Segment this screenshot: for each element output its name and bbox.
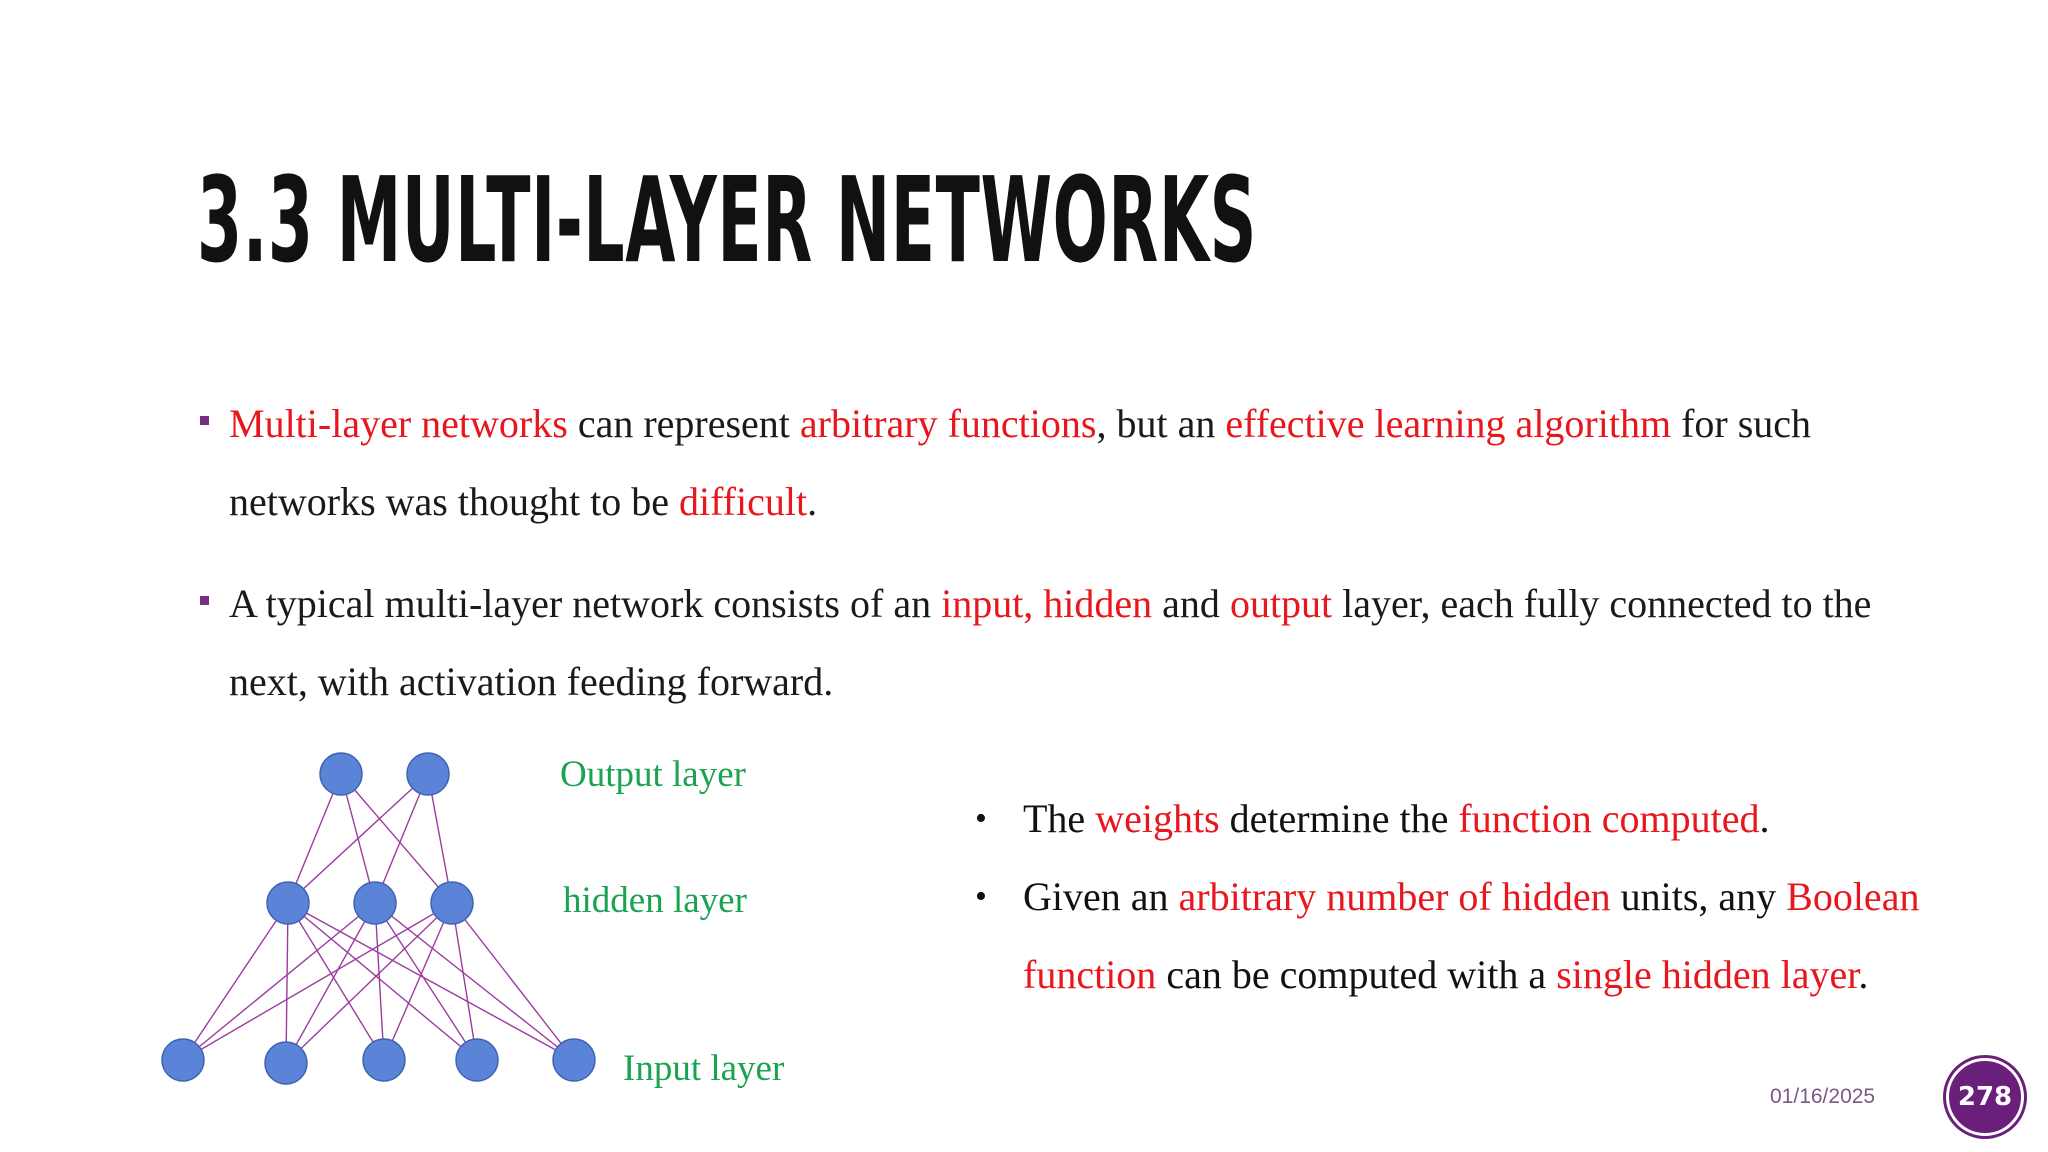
text-segment: Given an xyxy=(1023,874,1179,919)
text-segment: units, any xyxy=(1610,874,1787,919)
text-segment: The xyxy=(1023,796,1096,841)
connection-edge xyxy=(182,902,453,1061)
connection-edge xyxy=(287,902,385,1061)
square-bullet-icon xyxy=(200,416,209,425)
slide-title: 3.3 MULTI-LAYER NETWORKS xyxy=(197,151,1257,289)
hidden-layer-label: hidden layer xyxy=(563,880,747,921)
connection-edge xyxy=(182,902,289,1061)
hidden-node xyxy=(353,881,397,925)
connection-edge xyxy=(451,902,575,1061)
text-segment: difficult xyxy=(678,479,808,524)
connection-edge xyxy=(340,773,453,904)
text-segment: Multi-layer networks xyxy=(229,401,568,446)
connection-edge xyxy=(383,902,453,1061)
text-segment: for such networks was thought to be xyxy=(229,401,1812,524)
text-segment: . xyxy=(1858,952,1869,997)
list-item: • Given an arbitrary number of hidden un… xyxy=(975,858,1985,1014)
output-node xyxy=(319,752,363,796)
dot-bullet-icon: • xyxy=(975,878,987,915)
connection-edge xyxy=(182,902,376,1061)
output-layer-label: Output layer xyxy=(560,754,746,795)
text-segment: . xyxy=(1759,796,1770,841)
text-segment: output xyxy=(1229,581,1333,626)
input-node xyxy=(161,1038,205,1082)
connection-edge xyxy=(374,902,385,1061)
text-segment: function computed xyxy=(1458,796,1760,841)
hidden-node xyxy=(430,881,474,925)
text-segment: A typical multi-layer network consists o… xyxy=(229,581,942,626)
input-node xyxy=(455,1038,499,1082)
bullet-text: Multi-layer networks can represent arbit… xyxy=(229,401,1811,524)
connection-edge xyxy=(285,902,376,1064)
text-segment: Boolean function xyxy=(1023,874,1920,997)
input-node xyxy=(362,1038,406,1082)
bullet-text: A typical multi-layer network consists o… xyxy=(229,581,1871,704)
connection-edge xyxy=(287,773,342,904)
text-segment: input, hidden xyxy=(941,581,1153,626)
input-node xyxy=(264,1041,308,1085)
list-item: • The weights determine the function com… xyxy=(975,780,1985,858)
connection-edge xyxy=(287,902,478,1061)
dot-bullet-icon: • xyxy=(975,800,987,837)
network-graph xyxy=(161,752,596,1085)
input-layer-label: Input layer xyxy=(623,1048,785,1089)
page-number-badge: 278 xyxy=(1946,1058,2024,1136)
text-segment: arbitrary functions xyxy=(799,401,1097,446)
network-diagram: Output layer hidden layer Input layer xyxy=(150,735,870,1095)
connection-edge xyxy=(427,773,453,904)
hidden-node xyxy=(266,881,310,925)
text-segment: can be computed with a xyxy=(1156,952,1557,997)
text-segment: can represent xyxy=(567,401,800,446)
connection-edge xyxy=(451,902,478,1061)
connection-edge xyxy=(285,902,289,1064)
connection-edge xyxy=(374,902,575,1061)
bullet-item: Multi-layer networks can represent arbit… xyxy=(197,385,1897,541)
square-bullet-icon xyxy=(200,596,209,605)
bullet-item: A typical multi-layer network consists o… xyxy=(197,565,1897,721)
text-segment: single hidden layer xyxy=(1556,952,1859,997)
connection-edge xyxy=(287,902,575,1061)
text-segment: layer, each fully connected to the next,… xyxy=(229,581,1872,704)
text-segment: and xyxy=(1152,581,1230,626)
connection-edge xyxy=(285,902,453,1064)
text-segment: effective learning algorithm xyxy=(1225,401,1672,446)
connection-edge xyxy=(374,902,478,1061)
text-segment: determine the xyxy=(1219,796,1459,841)
connection-edge xyxy=(374,773,429,904)
text-segment: weights xyxy=(1095,796,1220,841)
input-node xyxy=(552,1038,596,1082)
text-segment: . xyxy=(807,479,818,524)
text-segment: arbitrary number of hidden xyxy=(1178,874,1611,919)
output-node xyxy=(406,752,450,796)
text-segment: , but an xyxy=(1096,401,1226,446)
secondary-bullet-list: • The weights determine the function com… xyxy=(975,780,1985,1014)
slide-date: 01/16/2025 xyxy=(1770,1085,1876,1108)
main-bullet-list: Multi-layer networks can represent arbit… xyxy=(197,385,1897,745)
connection-edge xyxy=(287,773,429,904)
